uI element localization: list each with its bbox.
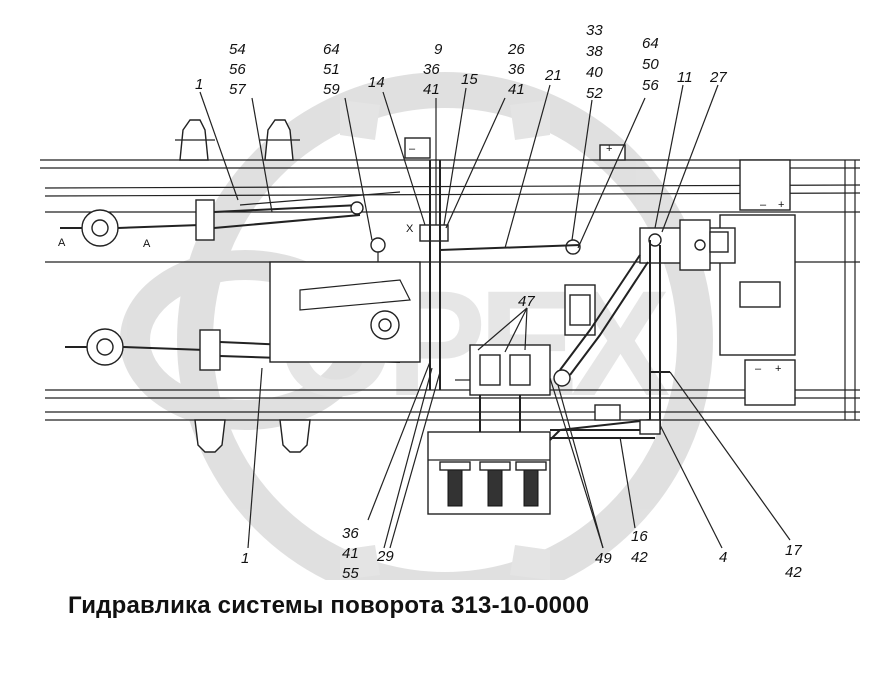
upper-cylinder — [117, 191, 401, 241]
minus-right-mark: – — [760, 199, 767, 211]
callout-54: 54 — [229, 41, 246, 58]
callout-36c: 36 — [342, 525, 359, 542]
callout-64a: 64 — [323, 41, 340, 58]
diagram-caption: Гидравлика системы поворота 313-10-0000 — [68, 592, 590, 619]
callout-41c: 41 — [342, 545, 359, 562]
hydraulic-steering-diagram: ОРЕХ — [40, 22, 861, 580]
section-mark-a-left: A — [58, 237, 66, 249]
callout-36b: 36 — [508, 61, 525, 78]
x-mark: X — [406, 223, 414, 235]
callout-56b: 56 — [642, 77, 659, 94]
callout-51: 51 — [323, 61, 340, 78]
callout-15: 15 — [461, 71, 478, 88]
callout-36a: 36 — [423, 61, 440, 78]
callout-64b: 64 — [642, 35, 659, 52]
pump-reservoir — [427, 431, 551, 515]
callout-41b: 41 — [508, 81, 525, 98]
callout-33: 33 — [586, 22, 603, 39]
tie-rod-ends — [60, 209, 124, 366]
callout-50: 50 — [642, 56, 659, 73]
plus-right-mark: + — [778, 199, 784, 211]
control-valve — [639, 219, 736, 271]
callout-40: 40 — [586, 64, 603, 81]
distributor-block — [455, 344, 571, 396]
frame-marks: A A X – + – + – + — [58, 143, 784, 375]
callout-56a: 56 — [229, 61, 246, 78]
callout-59: 59 — [323, 81, 340, 98]
steering-gear — [269, 160, 449, 390]
callout-38: 38 — [586, 43, 603, 60]
hydraulic-pipes — [479, 240, 670, 441]
callout-26: 26 — [507, 41, 525, 58]
plus-bottom-mark: + — [775, 363, 781, 375]
callout-52: 52 — [586, 85, 603, 102]
callout-49: 49 — [595, 550, 612, 567]
callout-16: 16 — [631, 528, 648, 545]
callout-47: 47 — [518, 293, 535, 310]
callout-9: 9 — [434, 41, 443, 58]
callout-labels: 1 54 56 57 64 51 59 14 9 36 41 15 26 36 … — [195, 22, 802, 580]
callout-57: 57 — [229, 81, 246, 98]
leader-lines — [199, 84, 791, 549]
callout-42a: 42 — [631, 549, 648, 566]
pump-body — [439, 239, 596, 336]
minus-top-mark: – — [409, 143, 416, 155]
callout-17: 17 — [785, 542, 802, 559]
callout-29: 29 — [376, 548, 394, 565]
callout-14: 14 — [368, 74, 385, 91]
bottom-bumpers — [194, 419, 311, 453]
callout-4: 4 — [719, 549, 727, 566]
callout-21: 21 — [544, 67, 562, 84]
callout-1-top: 1 — [195, 76, 203, 93]
plus-top-mark: + — [606, 143, 612, 155]
callout-55: 55 — [342, 565, 359, 580]
callout-42b: 42 — [785, 564, 802, 580]
callout-11: 11 — [677, 69, 693, 86]
callout-41a: 41 — [423, 81, 440, 98]
callout-1-bottom: 1 — [241, 550, 249, 567]
minus-bottom-mark: – — [755, 363, 762, 375]
top-bumpers — [175, 119, 300, 161]
callout-27: 27 — [709, 69, 727, 86]
section-mark-a-right: A — [143, 238, 151, 250]
